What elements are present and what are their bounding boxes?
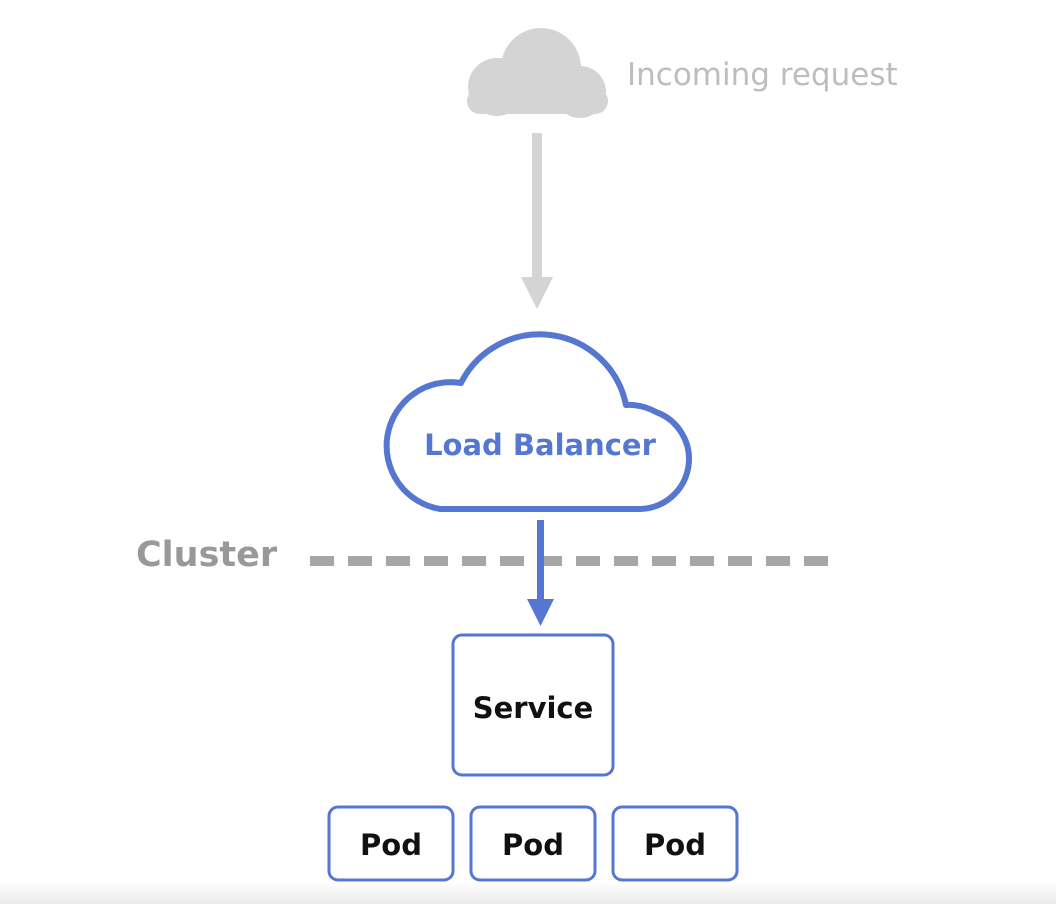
pod-box (469, 805, 597, 882)
load-balancer-node: Load Balancer (383, 331, 692, 512)
incoming-request-node: Incoming request (467, 28, 898, 118)
pod-label: Pod (360, 828, 422, 862)
incoming-request-label: Incoming request (627, 57, 898, 93)
pod-node: Pod (469, 805, 597, 882)
pod-node: Pod (327, 805, 455, 882)
service-box (451, 633, 615, 777)
pod-box (327, 805, 455, 882)
service-node: Service (451, 633, 615, 777)
pod-label: Pod (502, 828, 564, 862)
load-balancer-label: Load Balancer (424, 428, 657, 462)
cluster-label: Cluster (136, 535, 278, 575)
service-label: Service (473, 691, 594, 725)
pod-node: Pod (611, 805, 739, 882)
edge-load-balancer-to-service (527, 520, 554, 626)
bottom-edge-shade (0, 882, 1056, 904)
cloud-filled-icon (467, 28, 608, 118)
cloud-outline-icon (383, 331, 692, 512)
cluster-boundary: Cluster (136, 535, 836, 575)
edge-incoming-to-load-balancer (521, 133, 553, 309)
pod-label: Pod (644, 828, 706, 862)
pod-box (611, 805, 739, 882)
